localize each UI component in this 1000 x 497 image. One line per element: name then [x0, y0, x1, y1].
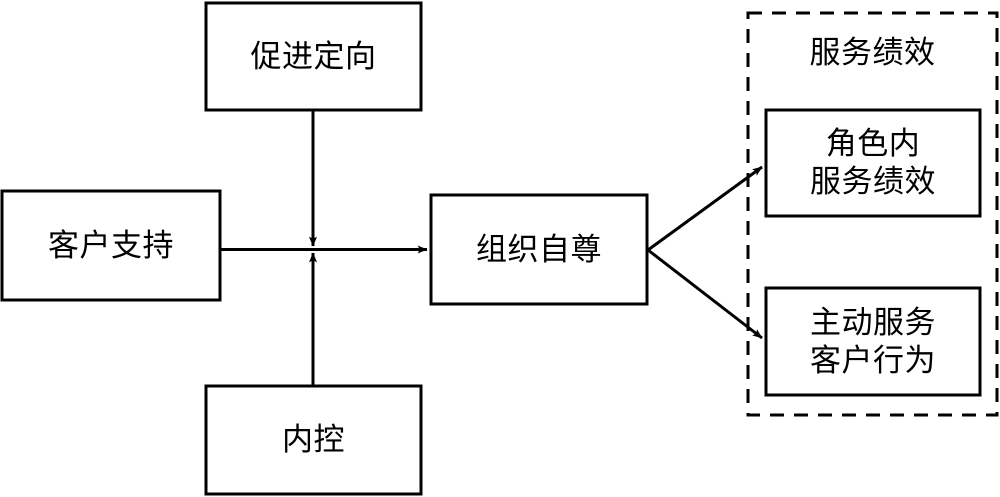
node-box-internal-control: [204, 384, 423, 496]
node-box-proactive-customer-service-behavior: [764, 286, 982, 397]
node-box-customer-support: [0, 189, 222, 302]
node-box-in-role-service-performance: [764, 108, 982, 218]
node-box-promotion-focus: [204, 1, 423, 112]
edge-self-esteem-to-in-role: [647, 165, 763, 252]
edge-self-esteem-to-proactive: [647, 248, 763, 340]
node-box-organization-based-self-esteem: [429, 193, 649, 306]
service-performance-group-boundary: [746, 11, 999, 417]
